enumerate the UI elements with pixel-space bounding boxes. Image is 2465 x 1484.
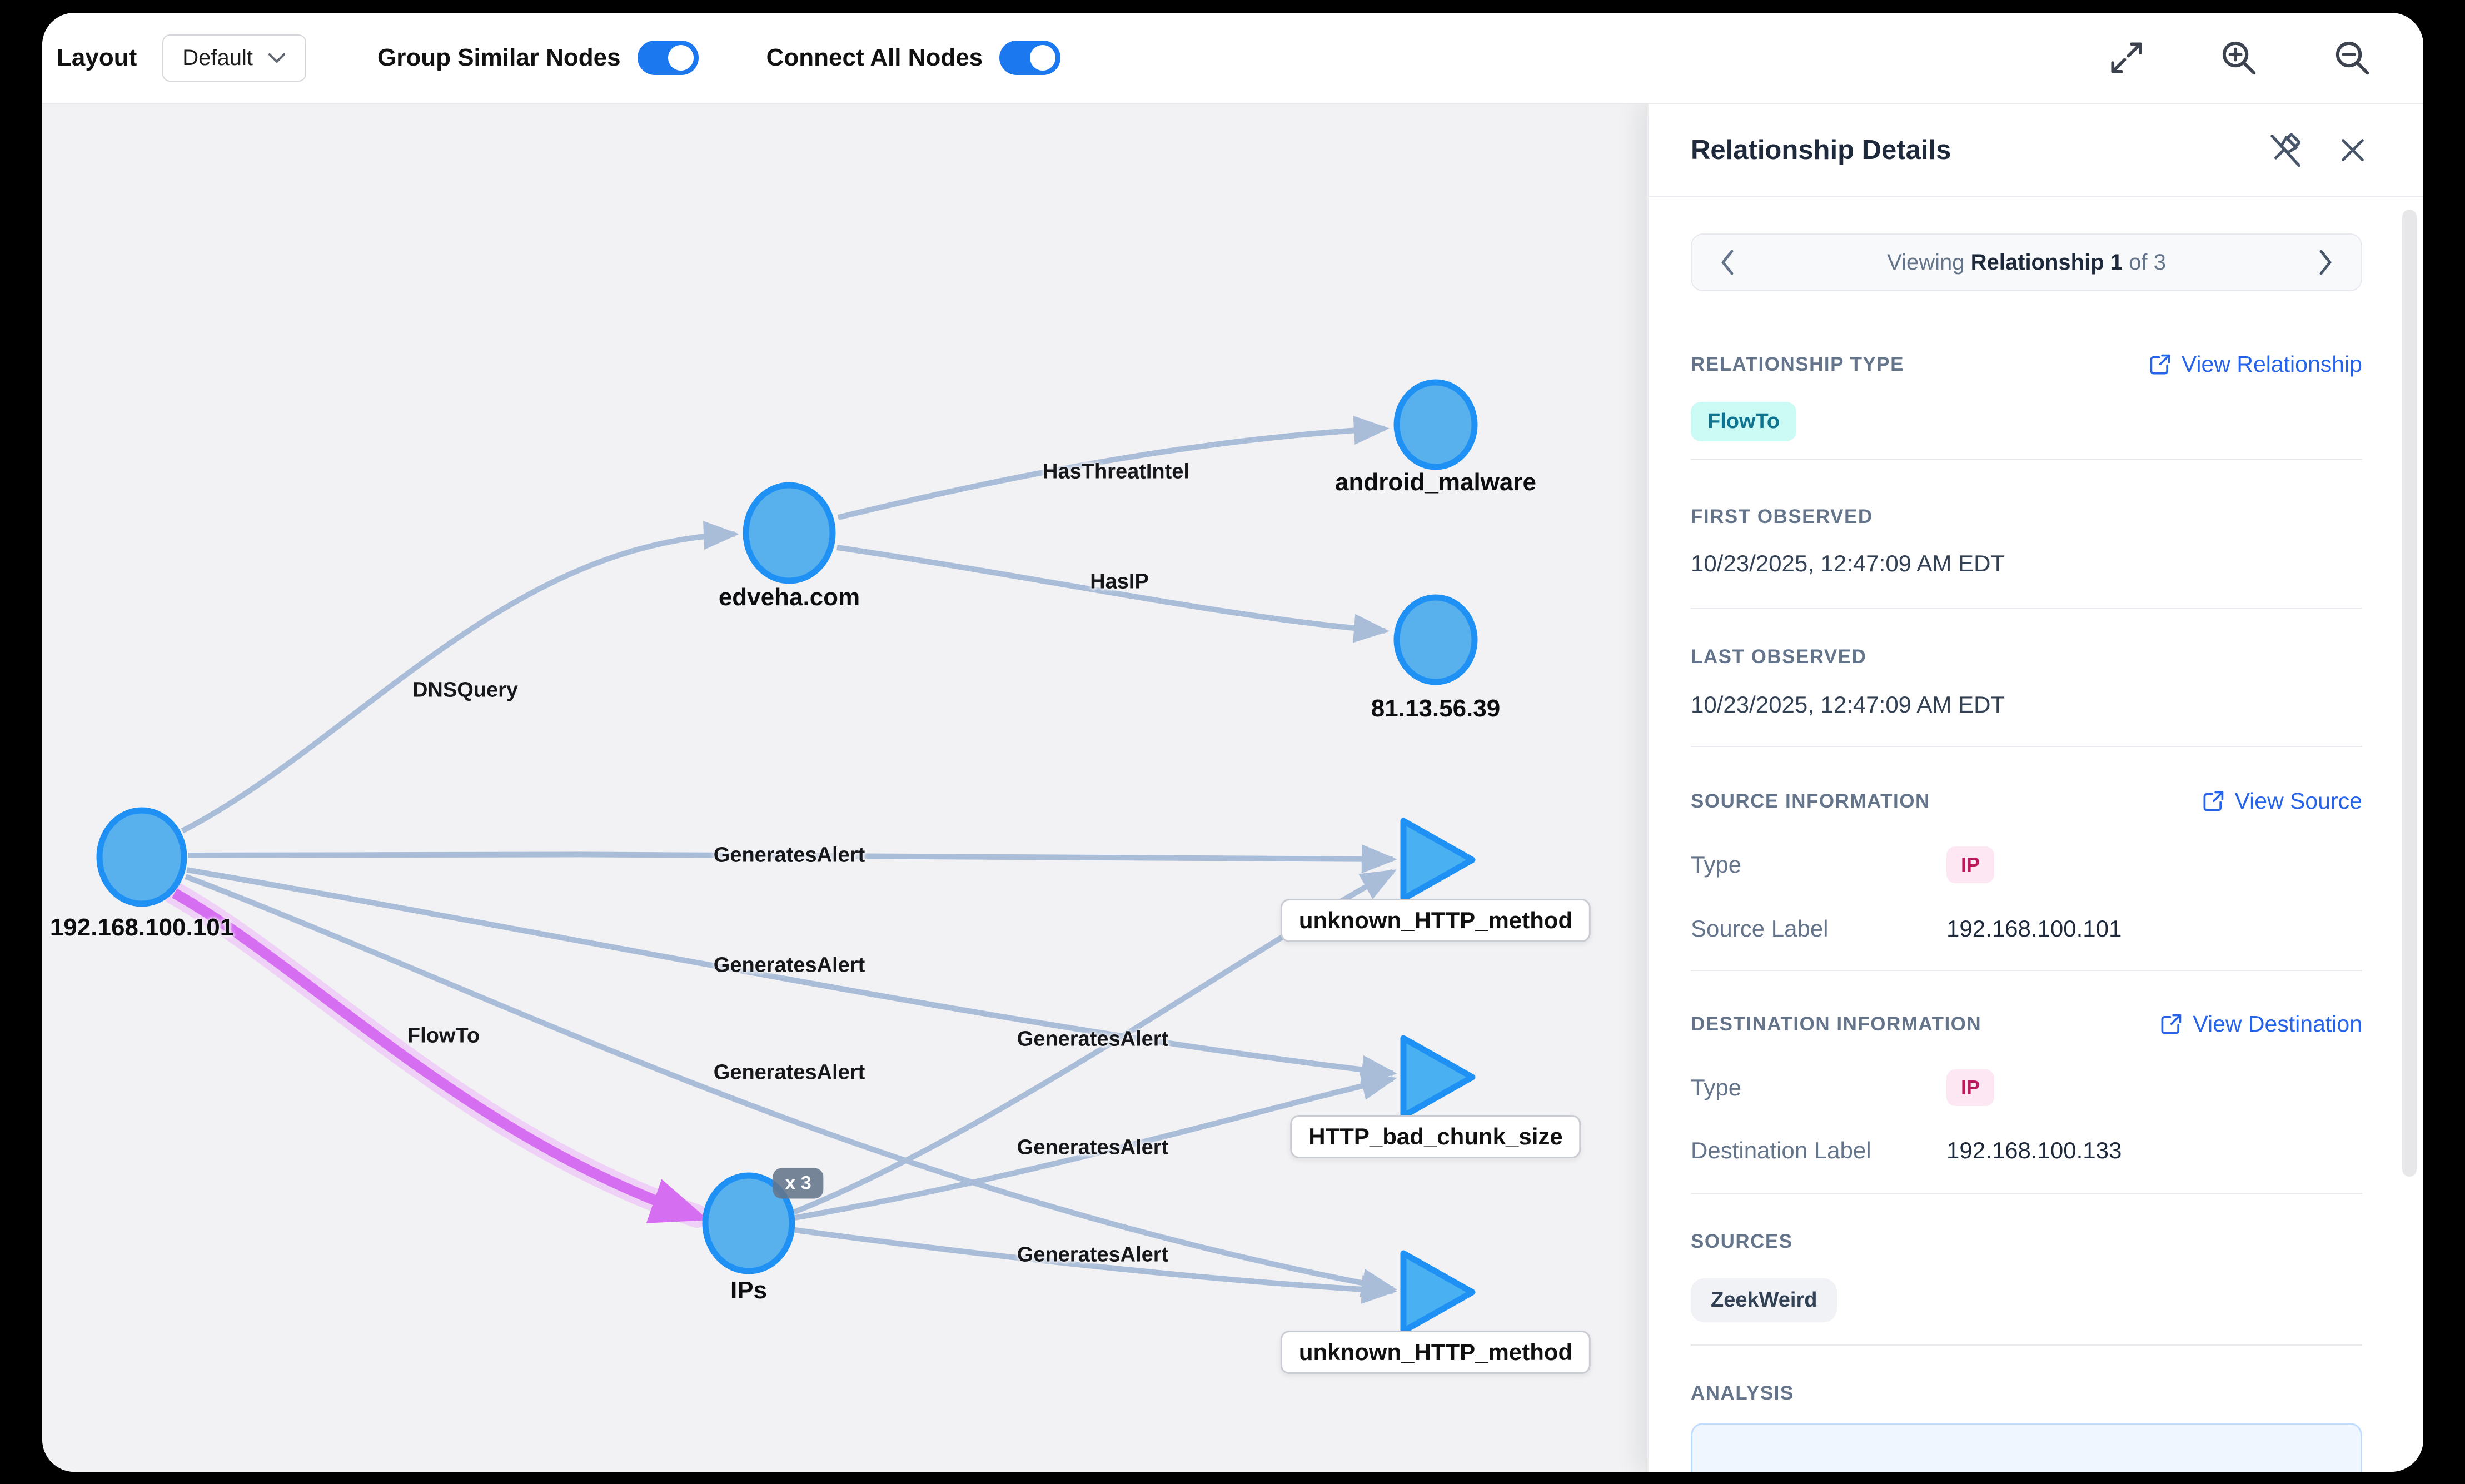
view-source-link[interactable]: View Source — [2200, 788, 2362, 814]
node-edveha-com[interactable] — [743, 482, 836, 584]
chevron-down-icon — [268, 53, 285, 63]
first-observed-header: FIRST OBSERVED — [1691, 506, 1873, 527]
connect-all-nodes-toggle[interactable] — [999, 41, 1061, 75]
alert-node-label: unknown_HTTP_method — [1280, 1331, 1591, 1374]
node-label: IPs — [730, 1277, 768, 1304]
layout-dropdown[interactable]: Default — [162, 34, 306, 82]
node-label: 81.13.56.39 — [1371, 695, 1501, 722]
source-type-row: Type IP — [1691, 846, 2362, 883]
view-destination-link[interactable]: View Destination — [2158, 1011, 2362, 1037]
node-android-malware[interactable] — [1393, 379, 1478, 470]
edge-dnsquery — [181, 521, 739, 834]
destination-label-label: Destination Label — [1691, 1137, 1871, 1163]
source-label-label: Source Label — [1691, 915, 1829, 942]
node-alert-unknown-http-method-1[interactable] — [1400, 818, 1476, 902]
expand-icon[interactable] — [2107, 38, 2147, 78]
source-label-value: 192.168.100.101 — [1946, 915, 2122, 942]
source-type-label: Type — [1691, 851, 1742, 878]
toggle-knob — [1030, 45, 1056, 71]
layout-dropdown-value: Default — [182, 45, 253, 70]
destination-information-header: DESTINATION INFORMATION — [1691, 1013, 1982, 1035]
alert-node-label: HTTP_bad_chunk_size — [1290, 1115, 1581, 1158]
group-similar-nodes-control: Group Similar Nodes — [377, 41, 699, 75]
edge-flowto[interactable] — [172, 888, 709, 1223]
external-link-icon — [2161, 1014, 2182, 1034]
toggle-knob — [668, 45, 694, 71]
edge-label[interactable]: DNSQuery — [412, 678, 519, 702]
panel-title: Relationship Details — [1691, 135, 1951, 165]
close-icon[interactable] — [2335, 133, 2370, 167]
external-link-icon — [2150, 354, 2170, 374]
layout-label: Layout — [57, 44, 137, 71]
graph-canvas[interactable]: 192.168.100.101 edveha.com android_malwa… — [42, 104, 1647, 1472]
edge-hasip — [836, 545, 1390, 643]
source-information-header: SOURCE INFORMATION — [1691, 790, 1930, 812]
edge-label[interactable]: GeneratesAlert — [1017, 1136, 1169, 1159]
panel-scrollbar[interactable] — [2402, 210, 2417, 1177]
connect-all-nodes-label: Connect All Nodes — [766, 44, 983, 71]
node-label: android_malware — [1335, 469, 1536, 496]
unpin-icon[interactable] — [2264, 130, 2305, 171]
connect-all-nodes-control: Connect All Nodes — [766, 41, 1061, 75]
destination-type-label: Type — [1691, 1074, 1742, 1100]
node-multiplier-badge: x 3 — [773, 1168, 824, 1199]
app-window: Layout Default Group Similar Nodes Conne… — [42, 13, 2423, 1472]
node-ips-group[interactable] — [702, 1172, 795, 1274]
node-alert-http-bad-chunk-size[interactable] — [1400, 1035, 1476, 1119]
graph-svg — [96, 379, 1478, 1334]
destination-label-row: Destination Label 192.168.100.133 — [1691, 1137, 2362, 1164]
analysis-box — [1691, 1423, 2362, 1472]
chevron-left-icon[interactable] — [1716, 247, 1739, 278]
edge-label-flowto[interactable]: FlowTo — [407, 1024, 480, 1048]
source-type-badge: IP — [1946, 846, 1995, 883]
destination-type-row: Type IP — [1691, 1069, 2362, 1106]
node-ip-81-13-56-39[interactable] — [1393, 594, 1478, 685]
group-similar-nodes-toggle[interactable] — [637, 41, 699, 75]
edge-label[interactable]: GeneratesAlert — [713, 953, 865, 977]
first-observed-value: 10/23/2025, 12:47:09 AM EDT — [1691, 550, 2005, 576]
sources-header: SOURCES — [1691, 1231, 1793, 1252]
node-alert-unknown-http-method-2[interactable] — [1400, 1250, 1476, 1334]
edge-label[interactable]: GeneratesAlert — [713, 843, 865, 867]
last-observed-value: 10/23/2025, 12:47:09 AM EDT — [1691, 691, 2005, 718]
analysis-header: ANALYSIS — [1691, 1382, 1794, 1404]
pager-text: Viewing Relationship 1 of 3 — [1887, 250, 2166, 275]
relationship-type-section: RELATIONSHIP TYPE View Relationship — [1691, 351, 2362, 377]
node-label: 192.168.100.101 — [49, 914, 234, 941]
view-relationship-link[interactable]: View Relationship — [2147, 351, 2362, 377]
edge-generatesalert-1 — [187, 844, 1397, 874]
zoom-in-icon[interactable] — [2218, 37, 2260, 79]
relationship-type-badge: FlowTo — [1691, 402, 1797, 441]
edge-label[interactable]: GeneratesAlert — [1017, 1027, 1169, 1051]
source-information-section: SOURCE INFORMATION View Source — [1691, 788, 2362, 814]
destination-information-section: DESTINATION INFORMATION View Destination — [1691, 1011, 2362, 1037]
destination-type-badge: IP — [1946, 1069, 1995, 1106]
source-label-row: Source Label 192.168.100.101 — [1691, 915, 2362, 942]
relationship-pager: Viewing Relationship 1 of 3 — [1691, 233, 2362, 291]
edge-hasthreatintel — [837, 416, 1390, 520]
last-observed-header: LAST OBSERVED — [1691, 646, 1867, 668]
destination-label-value: 192.168.100.133 — [1946, 1137, 2122, 1163]
edge-generatesalert-5 — [794, 1072, 1397, 1221]
source-badge: ZeekWeird — [1691, 1278, 1837, 1322]
zoom-out-icon[interactable] — [2331, 37, 2373, 79]
relationship-type-header: RELATIONSHIP TYPE — [1691, 353, 1904, 375]
group-similar-nodes-label: Group Similar Nodes — [377, 44, 621, 71]
chevron-right-icon[interactable] — [2314, 247, 2337, 278]
edge-label[interactable]: HasThreatIntel — [1043, 460, 1189, 484]
node-label: edveha.com — [718, 584, 860, 611]
edge-label[interactable]: GeneratesAlert — [713, 1060, 865, 1084]
node-ip-192-168-100-101[interactable] — [96, 807, 187, 907]
edge-label[interactable]: HasIP — [1090, 570, 1149, 594]
edge-generatesalert-6 — [794, 1227, 1397, 1304]
relationship-details-panel: Relationship Details — [1647, 104, 2423, 1472]
edge-label[interactable]: GeneratesAlert — [1017, 1243, 1169, 1267]
alert-node-label: unknown_HTTP_method — [1280, 899, 1591, 942]
toolbar: Layout Default Group Similar Nodes Conne… — [42, 13, 2423, 104]
panel-header: Relationship Details — [1649, 104, 2423, 197]
edge-generatesalert-3 — [185, 874, 1397, 1298]
edge-generatesalert-2 — [186, 867, 1397, 1084]
external-link-icon — [2203, 791, 2223, 811]
